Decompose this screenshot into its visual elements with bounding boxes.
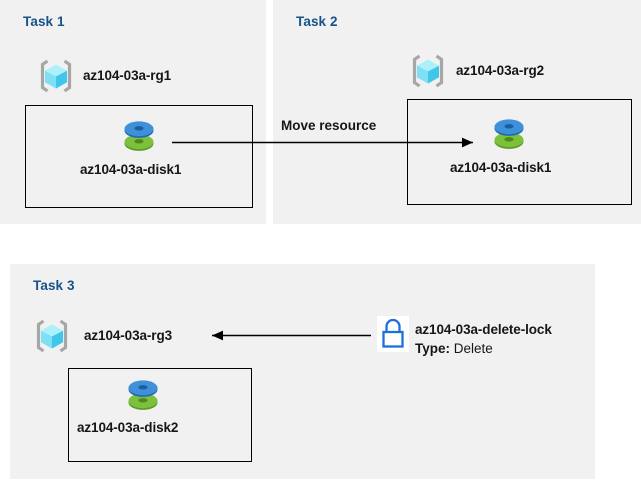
managed-disk-icon <box>122 115 156 155</box>
lock-type-row: Type: Delete <box>415 340 493 357</box>
resource-group-icon <box>35 55 77 97</box>
lock-icon <box>377 316 409 352</box>
move-resource-label: Move resource <box>281 118 377 133</box>
lock-name-label: az104-03a-delete-lock <box>415 322 552 337</box>
managed-disk-icon <box>126 374 160 414</box>
move-resource-connector <box>172 137 473 148</box>
lock-type-value: Delete <box>450 341 493 356</box>
resource-group-label-rg3: az104-03a-rg3 <box>84 328 173 343</box>
managed-disk-icon <box>492 113 526 153</box>
task2-resource-box <box>407 99 632 205</box>
resource-group-icon <box>31 315 73 357</box>
task1-title: Task 1 <box>23 14 65 29</box>
task3-panel <box>10 264 595 479</box>
resource-label-disk1-task2: az104-03a-disk1 <box>450 160 552 175</box>
task1-resource-box <box>25 105 253 208</box>
resource-label-disk1-task1: az104-03a-disk1 <box>80 162 182 177</box>
lock-connector <box>212 330 371 341</box>
resource-label-disk2-task3: az104-03a-disk2 <box>77 420 179 435</box>
resource-group-icon <box>407 50 449 92</box>
resource-group-label-rg1: az104-03a-rg1 <box>83 68 172 83</box>
lock-type-key: Type: <box>415 341 451 356</box>
task3-resource-box <box>68 368 252 462</box>
task3-title: Task 3 <box>33 278 75 293</box>
resource-group-label-rg2: az104-03a-rg2 <box>456 63 545 78</box>
task2-panel <box>273 0 641 224</box>
task2-title: Task 2 <box>296 14 338 29</box>
task1-panel <box>0 0 266 224</box>
